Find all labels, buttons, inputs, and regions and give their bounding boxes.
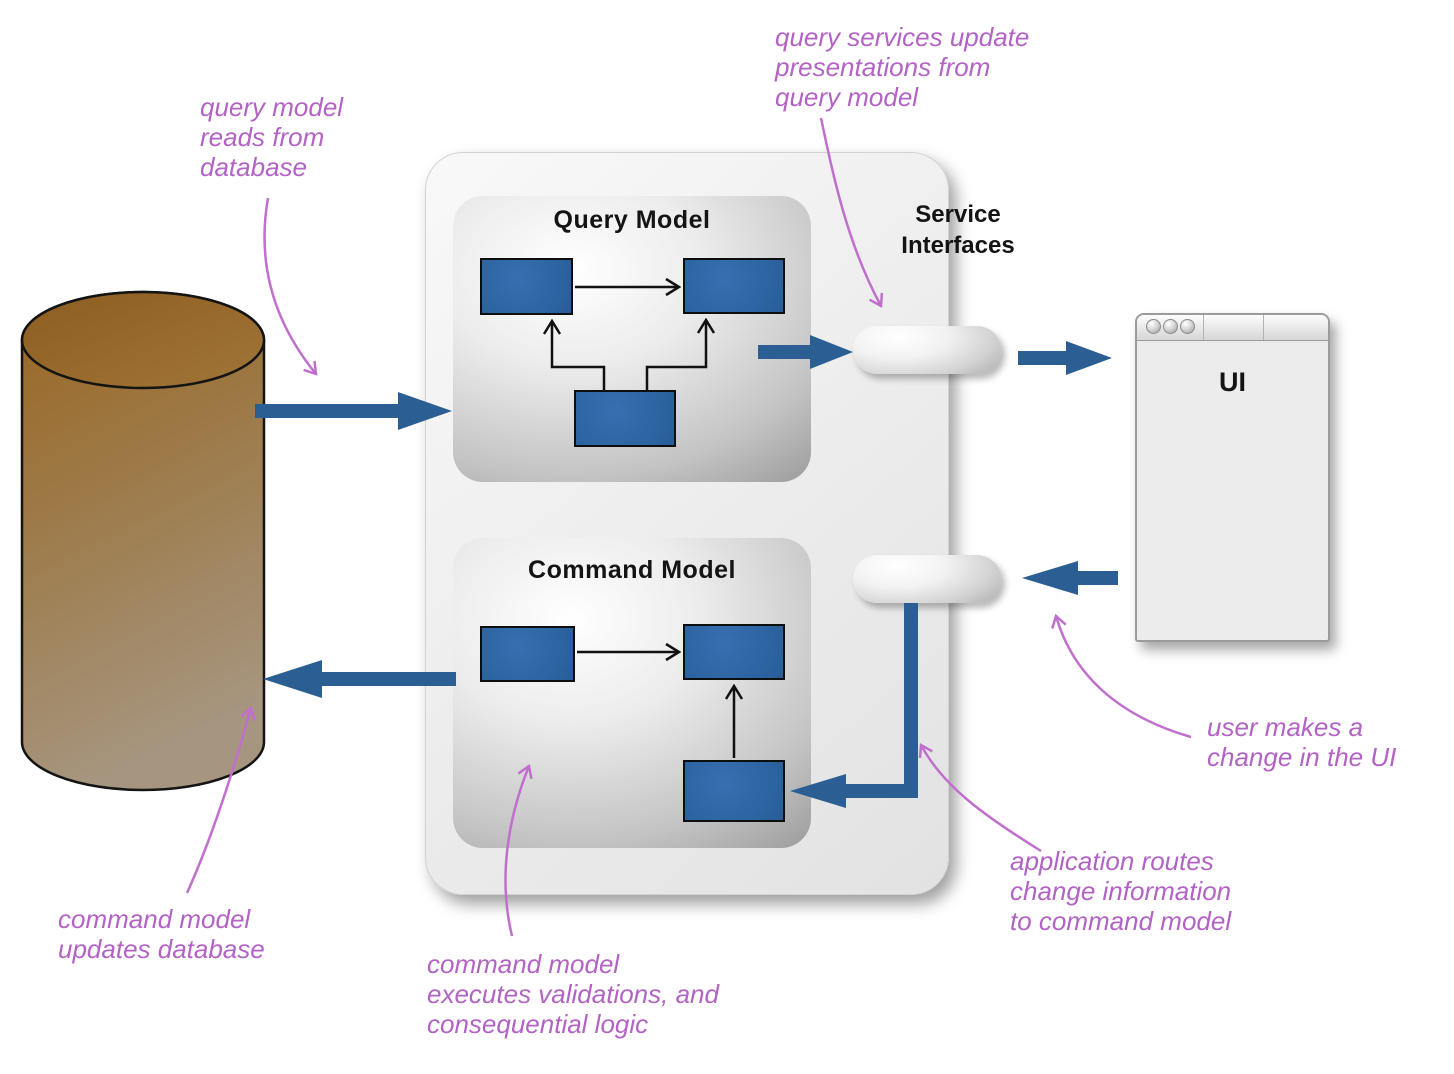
command-model-title: Command Model [528,556,736,584]
query-model-title: Query Model [553,206,711,234]
window-button-icon[interactable] [1180,319,1195,334]
window-button-icon[interactable] [1146,319,1161,334]
annotation-app-routes: application routes change information to… [1010,846,1232,936]
database-cylinder-icon [20,290,266,792]
arrow-ui-to-interface [1022,561,1118,595]
command-entity-box-1 [480,626,575,682]
arrow-db-to-query [255,392,452,430]
annotation-user-change: user makes a change in the UI [1207,712,1397,772]
service-interfaces-label: Service Interfaces [901,201,1015,259]
curve-query-reads [263,197,316,374]
window-button-icon[interactable] [1163,319,1178,334]
ui-window-label: UI [1219,367,1246,397]
annotation-query-services: query services update presentations from… [775,22,1030,112]
annotation-cmd-executes: command model executes validations, and … [427,949,719,1039]
query-entity-box-3 [574,390,676,447]
ui-window-titlebar [1137,315,1328,341]
query-service-interface-capsule [853,326,1001,374]
ui-window: UI [1135,313,1330,642]
annotation-cmd-updates: command model updates database [58,904,265,964]
titlebar-divider [1263,315,1264,340]
command-entity-box-2 [683,624,785,680]
command-service-interface-capsule [853,555,1001,603]
curve-cmd-updates [185,708,251,894]
arrow-interface-to-ui [1018,341,1112,375]
titlebar-divider [1203,315,1204,340]
annotation-query-reads: query model reads from database [200,92,344,182]
query-entity-box-1 [480,258,573,315]
query-entity-box-2 [683,258,785,314]
command-entity-box-3 [683,760,785,822]
